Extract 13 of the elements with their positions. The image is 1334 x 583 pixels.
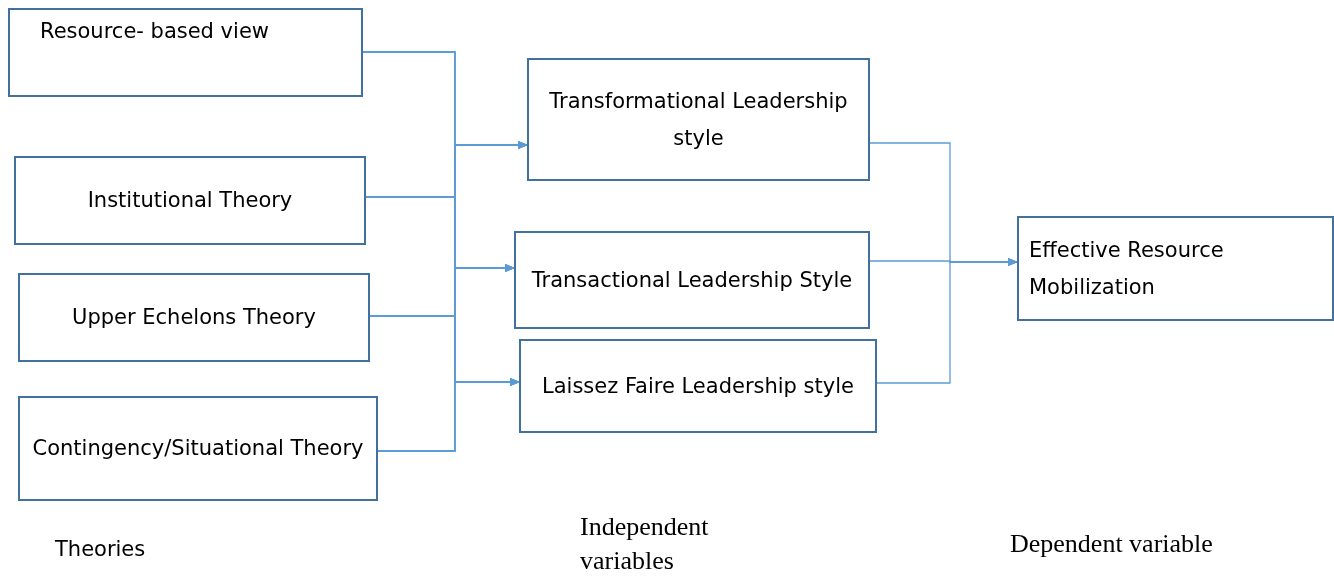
text-box: Contingency/Situational Theory [18, 396, 378, 501]
text-box: Effective Resource Mobilization [1017, 216, 1334, 321]
text-box: Institutional Theory [14, 156, 366, 245]
text-box: Resource- based view [8, 8, 363, 97]
text-box: Laissez Faire Leadership style [519, 339, 877, 433]
column-label: Theories [55, 536, 147, 563]
text-box: Transactional Leadership Style [514, 231, 870, 329]
column-label: Dependent variable [1010, 528, 1214, 560]
column-label: Independent variables [580, 511, 710, 577]
arrow [876, 258, 1018, 384]
text-box: Upper Echelons Theory [18, 273, 370, 362]
arrow [377, 378, 520, 452]
text-box: Transformational Leadership style [527, 58, 870, 181]
